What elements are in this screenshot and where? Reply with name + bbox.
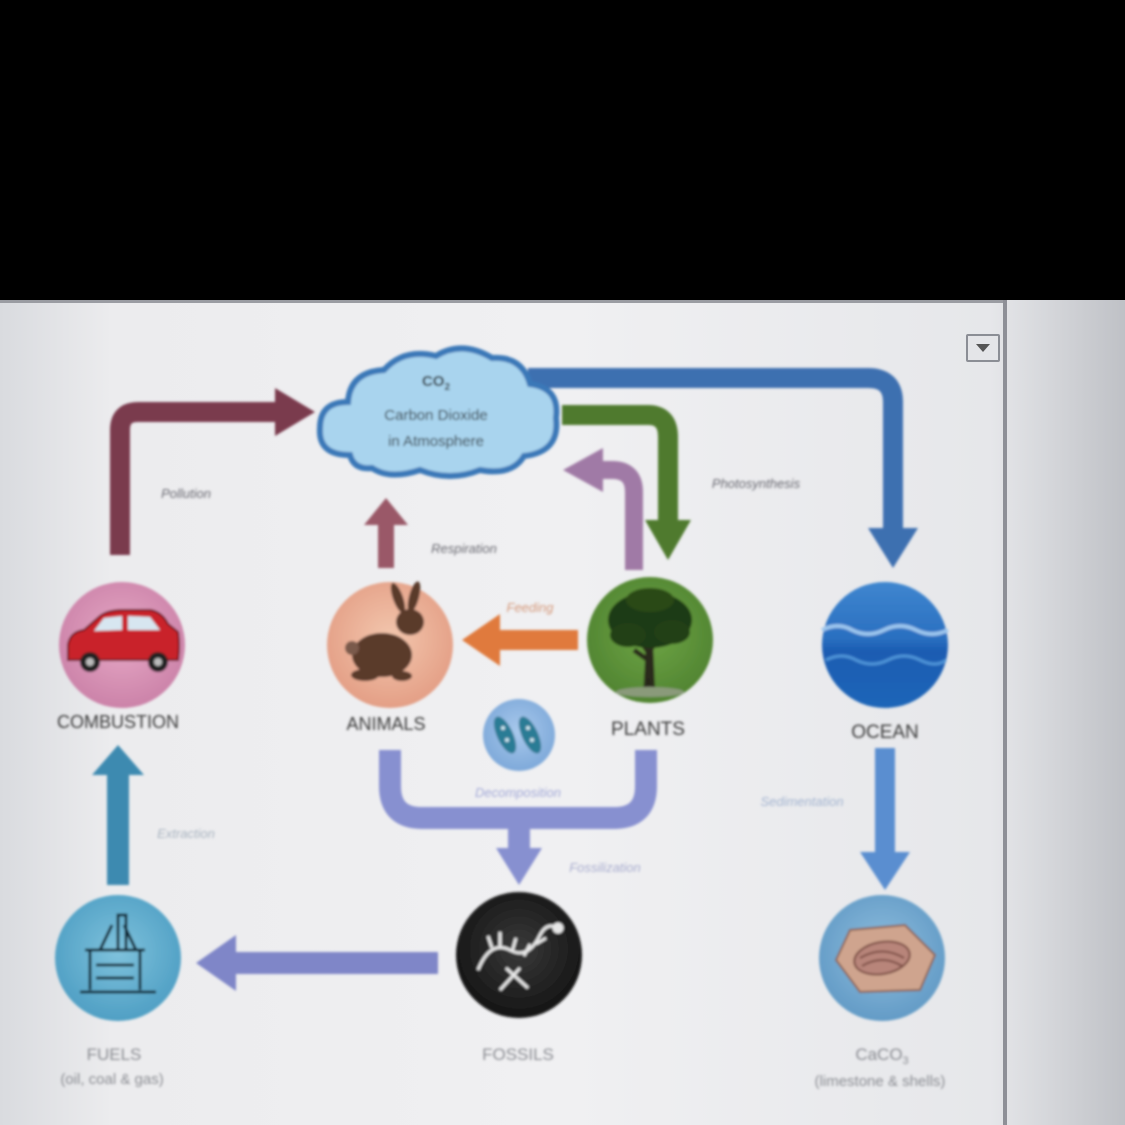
sedimentation-arrow [875, 748, 895, 858]
photosynthesis-arrowhead [645, 520, 691, 560]
wave-icon [821, 624, 949, 666]
co2-label-line1: Carbon Dioxide [384, 407, 487, 424]
panel-right-border [1003, 300, 1007, 1125]
fuels-sublabel: (oil, coal & gas) [60, 1071, 163, 1088]
oil-rig-icon [80, 913, 156, 994]
fossilization-arrowhead [496, 848, 542, 885]
sedimentation-label: Sedimentation [760, 794, 843, 809]
fossils-label: FOSSILS [482, 1045, 554, 1064]
sedimentation-arrowhead [860, 852, 910, 890]
plant-respiration-arrowhead [563, 448, 603, 492]
co2-formula: CO2 [422, 373, 451, 393]
tree-icon [608, 588, 692, 697]
caco3-sublabel: (limestone & shells) [815, 1073, 946, 1090]
photosynthesis-arrow [562, 405, 678, 522]
fossil-icon [476, 922, 564, 992]
plants-node [587, 577, 713, 703]
ocean-label: OCEAN [851, 722, 919, 743]
ocean-node [821, 582, 949, 708]
cloud-icon [316, 345, 560, 479]
caco3-node [819, 895, 945, 1021]
fossilization-label: Fossilization [569, 860, 641, 875]
extraction-label: Extraction [157, 826, 215, 841]
pollution-arrowhead [275, 388, 315, 436]
chevron-down-icon [976, 344, 990, 352]
ocean-uptake-arrow [528, 368, 903, 530]
decomposition-label: Decomposition [475, 785, 561, 800]
animals-node [327, 581, 453, 708]
feeding-label: Feeding [507, 600, 555, 615]
fossil-to-fuel-arrowhead [196, 935, 236, 991]
caco3-label: CaCO3 [855, 1045, 908, 1067]
respiration-arrowhead [364, 498, 408, 525]
shell-icon [834, 923, 937, 994]
panel-top-border [0, 300, 1005, 303]
extraction-arrow [107, 770, 129, 885]
fossils-node [456, 892, 582, 1018]
rabbit-icon [345, 581, 424, 681]
car-icon [67, 609, 180, 672]
bacteria-icon [493, 716, 542, 754]
plants-label: PLANTS [611, 719, 685, 740]
feeding-arrow [498, 630, 578, 650]
fuels-label: FUELS [87, 1045, 142, 1064]
feeding-arrowhead [462, 614, 500, 666]
pollution-label: Pollution [161, 486, 211, 501]
decomposers-node [483, 699, 555, 771]
photosynthesis-label: Photosynthesis [712, 476, 801, 491]
co2-label-line2: in Atmosphere [388, 433, 484, 450]
fossil-to-fuel-arrow [232, 952, 438, 974]
combustion-node [59, 582, 185, 708]
fossilization-arrow [508, 818, 530, 850]
extraction-arrowhead [92, 745, 144, 775]
pollution-arrow [110, 402, 278, 555]
animals-label: ANIMALS [346, 714, 425, 734]
dropdown-button[interactable] [966, 334, 1000, 362]
fuels-node [55, 895, 181, 1021]
respiration-arrow [378, 522, 394, 568]
plant-respiration-arrow [600, 461, 643, 570]
respiration-label: Respiration [431, 541, 497, 556]
combustion-label: COMBUSTION [57, 712, 179, 732]
ocean-uptake-arrowhead [868, 528, 918, 568]
